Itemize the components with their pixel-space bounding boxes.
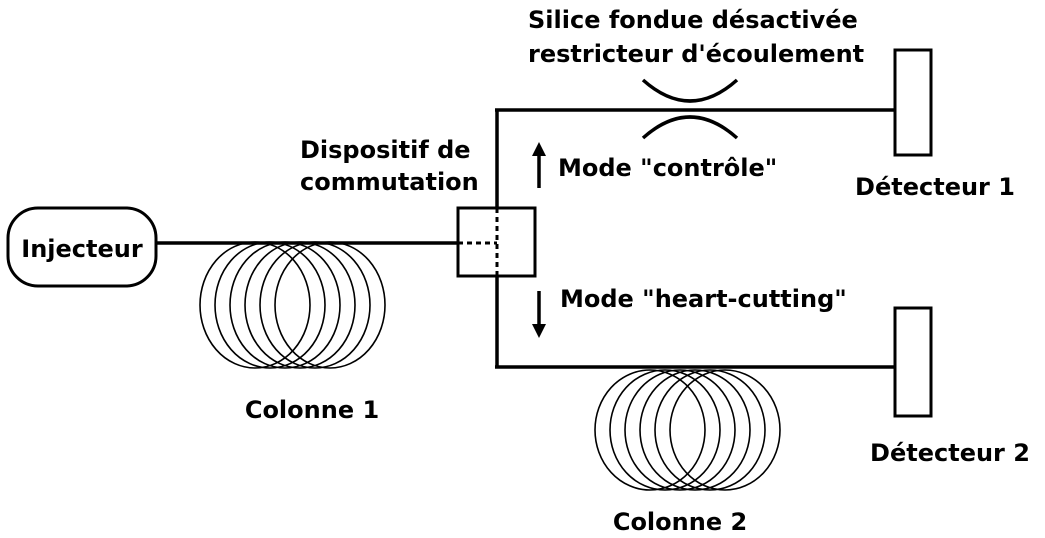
restrictor-label-line2: restricteur d'écoulement [528, 40, 864, 68]
column-2-label: Colonne 2 [613, 508, 747, 536]
detector-2-box [893, 306, 933, 418]
mode-control-arrow [532, 142, 546, 188]
switch-label-line2: commutation [300, 168, 479, 196]
column-2-coil [594, 369, 781, 491]
injector-label: Injecteur [21, 235, 143, 263]
column-1-coil [199, 241, 386, 369]
column-1-label: Colonne 1 [245, 396, 379, 424]
restrictor-top-arc [641, 78, 739, 103]
restrictor-bottom-arc [641, 115, 739, 140]
restrictor-label-line1: Silice fondue désactivée [528, 6, 858, 34]
mode-heartcut-arrow [532, 291, 546, 338]
mode-heartcut-label: Mode "heart-cutting" [560, 285, 847, 313]
detector-1-box [893, 48, 933, 157]
injector-box [6, 206, 158, 288]
mode-control-label: Mode "contrôle" [558, 154, 777, 182]
switch-label-line1: Dispositif de [300, 136, 471, 164]
detector-1-label: Détecteur 1 [855, 173, 1015, 201]
detector-2-label: Détecteur 2 [870, 439, 1030, 467]
